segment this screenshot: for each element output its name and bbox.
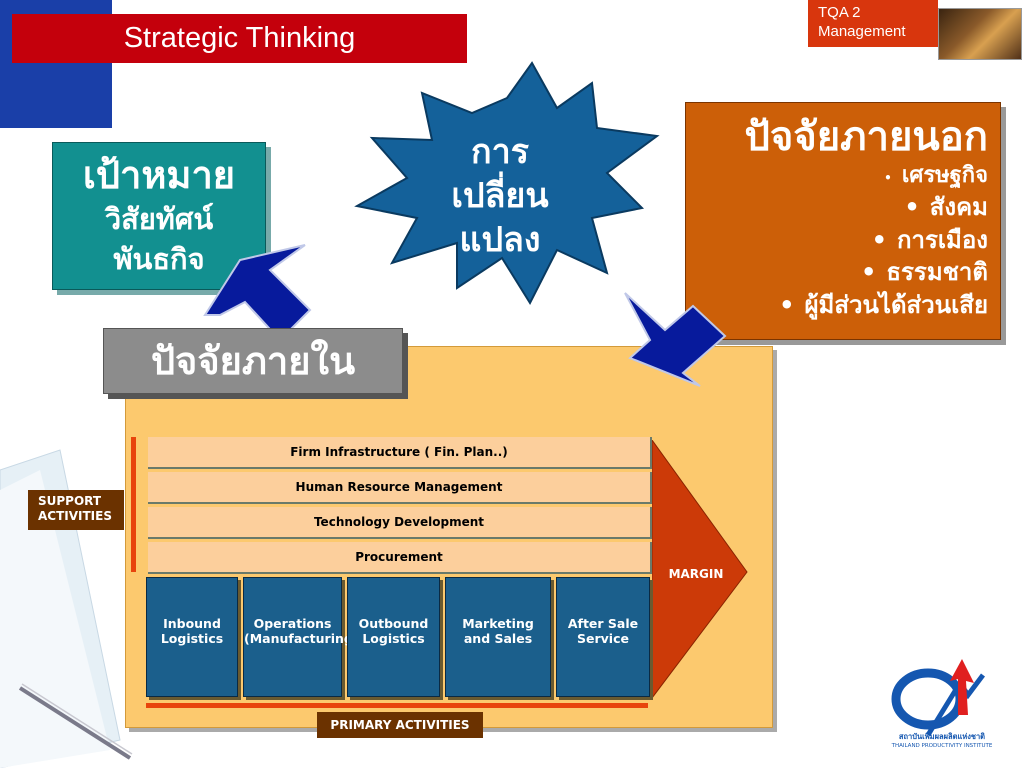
support-activity: Human Resource Management [148,472,652,504]
tqa-tag-line2: Management [818,23,906,40]
primary-activity: Operations(Manufacturing) [243,577,359,697]
management-photo [938,8,1022,60]
change-line3: แปลง [459,220,541,260]
primary-activities-label: PRIMARY ACTIVITIES [317,712,483,738]
goal-vision: วิสัยทัศน์ [104,202,214,236]
arrow-down-left-icon [624,292,727,387]
change-line1: การ [471,132,529,172]
external-factors-box: ปัจจัยภายนอก •เศรษฐกิจ •สังคม •การเมือง … [685,102,1001,340]
tpi-caption-en: THAILAND PRODUCTIVITY INSTITUTE [891,743,993,749]
tqa-tag: TQA 2 Management [808,0,938,47]
change-line2: เปลี่ยน [451,176,549,216]
support-activity: Firm Infrastructure ( Fin. Plan..) [148,437,652,469]
external-item: •ธรรมชาติ [861,258,988,286]
tpi-logo-icon: สถาบันเพิ่มผลผลิตแห่งชาติ THAILAND PRODU… [891,659,993,749]
change-text: การ เปลี่ยน แปลง [415,130,585,262]
external-item: •การเมือง [871,225,988,254]
external-item: •สังคม [904,193,988,221]
support-bracket [131,437,136,572]
goal-mission: พันธกิจ [113,242,205,276]
margin-label: MARGIN [669,567,724,581]
goal-box: เป้าหมาย วิสัยทัศน์ พันธกิจ [52,142,266,290]
goal-title: เป้าหมาย [82,153,236,197]
tpi-caption-thai: สถาบันเพิ่มผลผลิตแห่งชาติ [899,730,985,741]
support-activity: Technology Development [148,507,652,539]
external-item: •ผู้มีส่วนได้ส่วนเสีย [779,290,988,319]
external-factors-heading: ปัจจัยภายนอก [744,114,988,160]
margin-chevron: MARGIN [652,440,748,699]
support-activity: Procurement [148,542,652,574]
internal-factors-box: ปัจจัยภายใน [103,328,403,394]
slide-title: Strategic Thinking [12,14,467,63]
change-starburst [354,61,660,306]
support-activities-label: SUPPORT ACTIVITIES [28,490,124,530]
external-item: •เศรษฐกิจ [884,163,988,188]
arrow-up-left-icon [203,244,312,342]
pen-icon [18,686,132,760]
tqa-tag-line1: TQA 2 [818,4,861,21]
primary-bracket [146,703,648,708]
